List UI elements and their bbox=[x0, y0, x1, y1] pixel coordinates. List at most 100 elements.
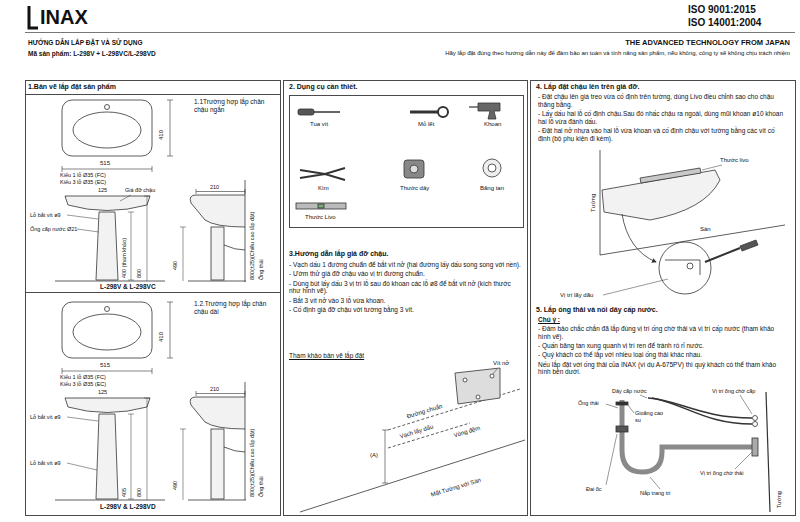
line-label: Vạch lấy dấu bbox=[398, 423, 435, 441]
dimension: (A) bbox=[370, 452, 378, 459]
drawing-part bbox=[606, 395, 752, 489]
drawing-part bbox=[438, 107, 448, 117]
drawing-part bbox=[96, 212, 118, 280]
drawing-part bbox=[128, 196, 186, 281]
drawing-part bbox=[296, 203, 346, 209]
dimension: 515 bbox=[100, 160, 110, 167]
drawing-part bbox=[640, 168, 701, 183]
step-text: - Đặt chậu lên giá treo vừa cố định trên… bbox=[538, 93, 786, 109]
basin-mount-drawing bbox=[600, 150, 785, 295]
dimension: 515 bbox=[100, 362, 110, 369]
tool-name: Thước Livo bbox=[305, 214, 336, 221]
drawing-part bbox=[687, 263, 693, 269]
warning-note: Hãy lắp đặt đúng theo hướng dẫn này để đ… bbox=[445, 50, 790, 57]
basin-views-copy bbox=[62, 302, 245, 429]
brand-logo: INAX bbox=[40, 5, 88, 29]
section-heading: 4. Lắp đặt chậu lên trên giá đỡ. bbox=[536, 83, 639, 91]
note-text: Nếu lắp đặt với ống thải của INAX (ví dụ… bbox=[538, 361, 786, 377]
header-rule bbox=[25, 32, 795, 33]
short-pedestal bbox=[55, 180, 246, 282]
drawing-part bbox=[96, 414, 118, 499]
hole-type: Kiểu 1 lỗ Ø35 (FC) bbox=[60, 172, 106, 179]
dimension: 490 bbox=[172, 261, 179, 270]
bracket-install-drawing bbox=[300, 368, 525, 512]
part-label: Vị trí ống chờ thải bbox=[700, 470, 750, 477]
note-text: - Quý khách có thể lắp với nhiều loại ốn… bbox=[538, 351, 786, 359]
drawing-part bbox=[488, 164, 496, 172]
drawing-part bbox=[188, 281, 246, 282]
basin-top-view bbox=[62, 100, 152, 156]
drawing-part bbox=[410, 165, 418, 173]
part-label: Dây cấp nước bbox=[612, 388, 647, 395]
note-text: - Đảm bảo chắc chắn đã lắp đúng vị trí ố… bbox=[538, 325, 786, 341]
drawing-part bbox=[55, 500, 165, 501]
tool-name: Mỏ lết bbox=[418, 121, 434, 128]
step-text: - Dùng bút lấy dấu 3 vị trí lỗ sau đó kh… bbox=[289, 280, 521, 296]
drawing-part bbox=[702, 165, 722, 170]
tap-hole bbox=[105, 105, 110, 110]
drawing-part bbox=[483, 159, 501, 177]
part-label: Ống thải bbox=[258, 259, 265, 280]
drawing-part bbox=[55, 281, 165, 282]
section-heading: 3.Hướng dẫn lắp giá đỡ chậu. bbox=[289, 250, 388, 258]
step-text: - Ướm thử giá đỡ chậu vào vị trí đường c… bbox=[289, 270, 521, 278]
header-rules bbox=[25, 6, 795, 33]
step-text: - Vạch dấu 1 đường chuẩn để bắt vít nở (… bbox=[289, 261, 521, 269]
sub-panel: 1.1Trường hợp lắp chân chậu ngắnL-298V &… bbox=[25, 94, 281, 293]
dimension: 125 bbox=[98, 187, 107, 194]
model-name: L-298V & L-298VC bbox=[100, 283, 156, 291]
model-name: L-298V & L-298VD bbox=[100, 503, 156, 511]
drawing-part bbox=[300, 168, 345, 180]
basin-bowl bbox=[73, 112, 141, 148]
tool-box: Tua vítMỏ lếtKhoanKìmThước dâyBăng tanTh… bbox=[289, 95, 524, 228]
drawing-part bbox=[478, 103, 500, 119]
section-heading: 2. Dụng cụ cần thiết. bbox=[289, 83, 357, 91]
part-label: Vòng đệm bbox=[452, 424, 482, 439]
dimension-line bbox=[62, 166, 152, 172]
drawing-part bbox=[298, 109, 314, 115]
part-label: Ống thải bbox=[258, 476, 265, 497]
part-label: Gioăng cao su bbox=[635, 410, 665, 423]
part-label: Lỗ bắt vít ø9 bbox=[30, 414, 61, 421]
drawing-part bbox=[245, 180, 246, 282]
surface-label: Tường bbox=[590, 194, 597, 212]
dimension: 800(±25)(Chiều cao lắp đặt) bbox=[249, 429, 256, 497]
step-text: - Lấy dấu hai lỗ cố định chậu.Sau đó nhấ… bbox=[538, 110, 786, 126]
drawing-part bbox=[652, 398, 752, 424]
drawing-part bbox=[490, 374, 494, 378]
tool-name: Tua vít bbox=[310, 121, 328, 128]
drawing-part bbox=[476, 395, 480, 399]
tool-name: Kìm bbox=[318, 185, 329, 192]
part-label: Ống cấp nước Ø21 bbox=[30, 226, 77, 233]
tool-name: Khoan bbox=[484, 121, 501, 128]
drawing-part bbox=[603, 279, 668, 295]
dimension: 410 bbox=[158, 130, 165, 140]
certification: ISO 9001:2015 bbox=[688, 4, 756, 16]
part-label: Ống thải bbox=[578, 400, 599, 407]
drawing-part bbox=[752, 438, 758, 456]
basin-side-view bbox=[190, 195, 245, 227]
hole-type: Kiểu 3 lỗ Ø35 (EC) bbox=[60, 381, 106, 388]
dimension: 410 bbox=[158, 332, 165, 342]
drawing-part bbox=[753, 416, 758, 421]
product-code: Mã sản phẩm: L-298V + L-298VC/L-298VD bbox=[28, 50, 156, 58]
dimension-line bbox=[167, 100, 173, 156]
line-label: Đường chuẩn bbox=[405, 403, 444, 421]
hole-type: Kiểu 3 lỗ Ø35 (EC) bbox=[60, 179, 106, 186]
tool-name: Thước dây bbox=[400, 185, 429, 192]
surface-label: Mặt Tường với Sàn bbox=[430, 477, 482, 499]
drawing-part bbox=[469, 106, 478, 107]
tool-icons bbox=[296, 103, 501, 209]
drawing-part bbox=[616, 402, 628, 405]
dimension: 400 (tham khảo) bbox=[121, 238, 128, 278]
certification: ISO 14001:2004 bbox=[688, 17, 761, 29]
note-text: - Quấn băng tan xung quanh vị trí ren để… bbox=[538, 342, 786, 350]
dimension: 490 bbox=[172, 481, 179, 490]
slogan: THE ADVANCED TECHNOLOGY FROM JAPAN bbox=[625, 38, 790, 47]
dimension: 800(±25)(Chiều cao lắp đặt) bbox=[249, 212, 256, 280]
drawing-part bbox=[314, 111, 340, 113]
drawing-part bbox=[410, 111, 438, 114]
part-label: Lỗ bắt vít ø9 bbox=[30, 460, 61, 467]
dimension: 210 bbox=[210, 184, 219, 191]
